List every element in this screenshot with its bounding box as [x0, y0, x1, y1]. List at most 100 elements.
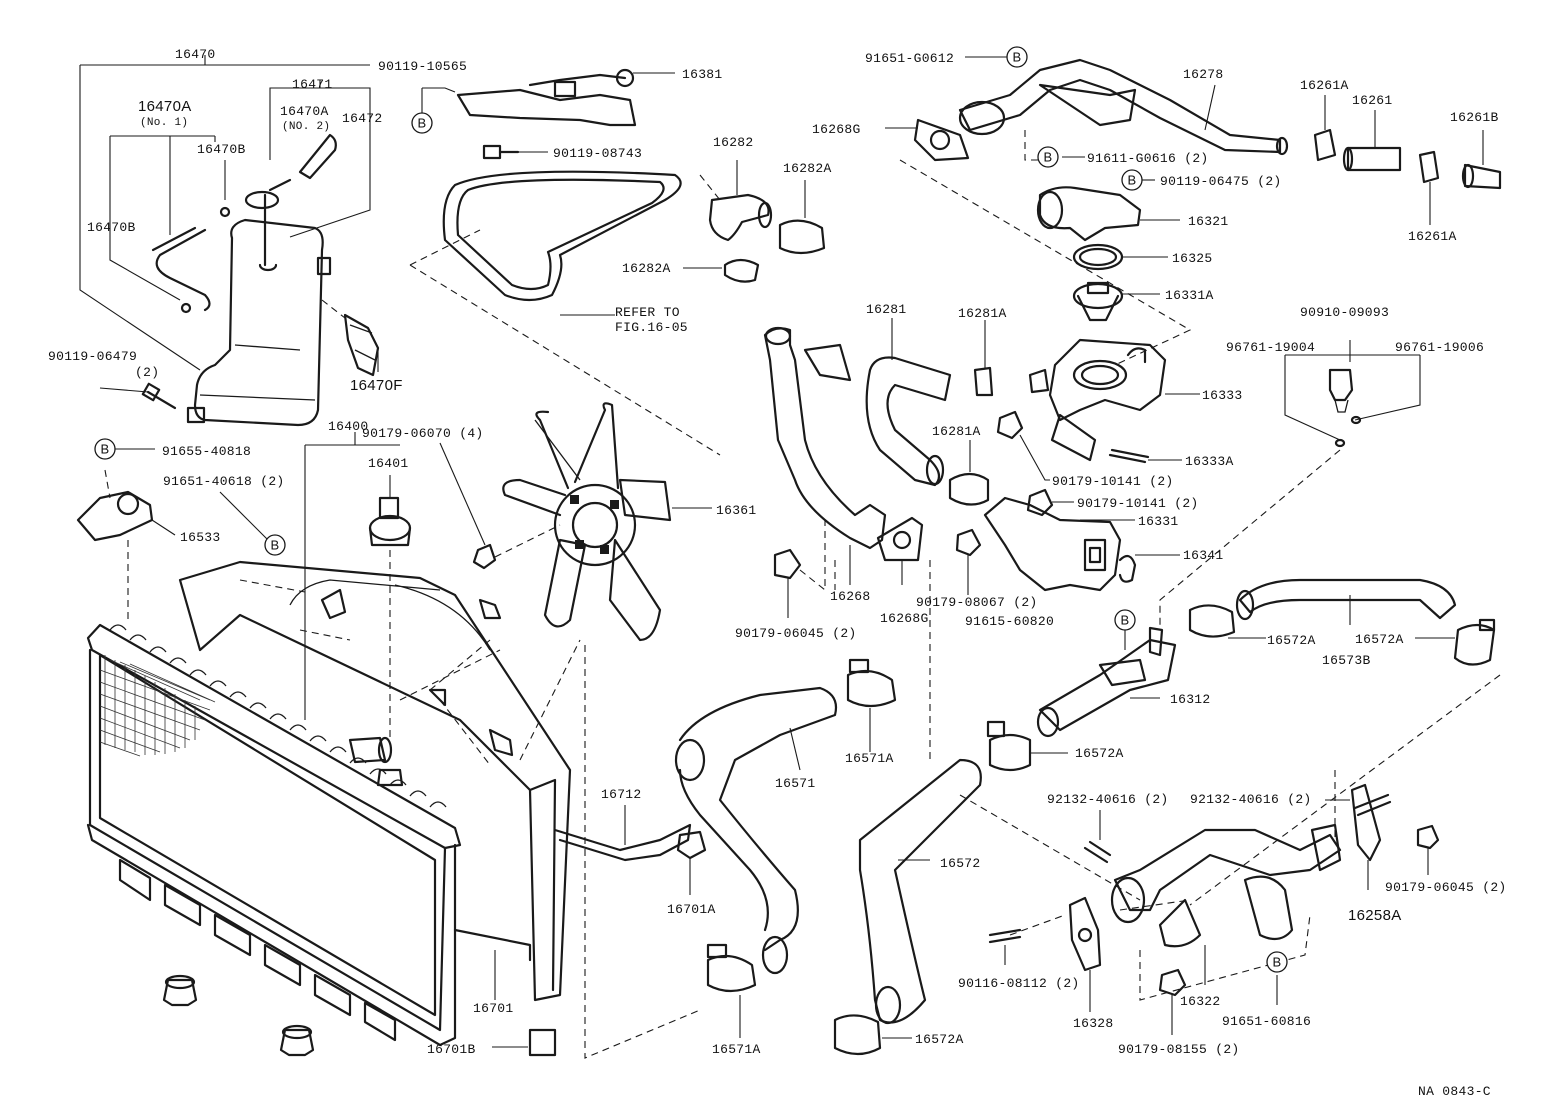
label-96761-19006: 96761-19006	[1395, 340, 1484, 355]
reservoir-tank-group	[76, 55, 380, 620]
label-16282a-top: 16282A	[783, 161, 832, 176]
label-16572a-left: 16572A	[1075, 746, 1124, 761]
label-16268: 16268	[830, 589, 871, 604]
label-16572a-mid: 16572A	[1267, 633, 1316, 648]
label-91651-60816: 91651-60816	[1222, 1014, 1311, 1029]
label-91651-40618: 91651-40618 (2)	[163, 474, 285, 489]
label-91655-40818: 91655-40818	[162, 444, 251, 459]
label-90119-06479-qty: (2)	[135, 365, 159, 380]
label-16321: 16321	[1188, 214, 1229, 229]
label-16381: 16381	[682, 67, 723, 82]
label-16470f: 16470F	[350, 377, 403, 394]
label-16400: 16400	[328, 419, 369, 434]
label-16472: 16472	[342, 111, 383, 126]
label-90116-08112: 90116-08112 (2)	[958, 976, 1080, 991]
label-16258a: 16258A	[1348, 907, 1402, 924]
label-90910-09093: 90910-09093	[1300, 305, 1389, 320]
cooling-fan	[439, 402, 712, 642]
label-refer-fig: FIG.16-05	[615, 320, 688, 335]
fan-belt-group	[409, 68, 721, 456]
label-91615-60820: 91615-60820	[965, 614, 1054, 629]
label-16282: 16282	[713, 135, 754, 150]
label-90119-10565: 90119-10565	[378, 59, 467, 74]
part-labels: 16470 16471 16470A (No. 1) 16470A (NO. 2…	[48, 47, 1507, 1099]
label-16701b: 16701B	[427, 1042, 476, 1057]
label-90119-06475: 90119-06475 (2)	[1160, 174, 1282, 189]
reservoir-tank-shape	[193, 218, 324, 427]
label-16471: 16471	[292, 77, 333, 92]
label-90179-06045-right: 90179-06045 (2)	[1385, 880, 1507, 895]
marker-b: B	[1266, 951, 1288, 973]
marker-b: B	[94, 438, 116, 460]
label-16281a-mid: 16281A	[932, 424, 981, 439]
label-16261a-top: 16261A	[1300, 78, 1349, 93]
label-16573b: 16573B	[1322, 653, 1371, 668]
label-16572: 16572	[940, 856, 981, 871]
marker-b: B	[1121, 169, 1143, 191]
label-16470: 16470	[175, 47, 216, 62]
label-16333: 16333	[1202, 388, 1243, 403]
marker-b: B	[264, 534, 286, 556]
label-16712: 16712	[601, 787, 642, 802]
label-90179-10141-b: 90179-10141 (2)	[1077, 496, 1199, 511]
thermostat-group	[683, 56, 1289, 618]
label-16312: 16312	[1170, 692, 1211, 707]
label-16571a-top: 16571A	[845, 751, 894, 766]
label-16328: 16328	[1073, 1016, 1114, 1031]
label-16281: 16281	[866, 302, 907, 317]
label-90179-08155: 90179-08155 (2)	[1118, 1042, 1240, 1057]
label-91611-g0616: 91611-G0616 (2)	[1087, 151, 1209, 166]
label-16533: 16533	[180, 530, 221, 545]
diagram-code: NA 0843-C	[1418, 1084, 1491, 1099]
label-16281a-top: 16281A	[958, 306, 1007, 321]
label-91651-g0612: 91651-G0612	[865, 51, 954, 66]
label-16571a-bottom: 16571A	[712, 1042, 761, 1057]
label-16261: 16261	[1352, 93, 1393, 108]
marker-b: B	[1114, 609, 1136, 631]
lower-hose-group	[553, 560, 1141, 1059]
label-96761-19004: 96761-19004	[1226, 340, 1315, 355]
label-16572a-right: 16572A	[1355, 632, 1404, 647]
label-16470a-no1-qualifier: (No. 1)	[140, 117, 188, 129]
label-16470a-no2-qualifier: (NO. 2)	[282, 121, 330, 133]
label-16282a-mid: 16282A	[622, 261, 671, 276]
label-refer-to: REFER TO	[615, 305, 680, 320]
label-90179-06045-left: 90179-06045 (2)	[735, 626, 857, 641]
label-16571: 16571	[775, 776, 816, 791]
label-16572a-bottom: 16572A	[915, 1032, 964, 1047]
svg-text:B: B	[1128, 173, 1137, 188]
label-16361: 16361	[716, 503, 757, 518]
label-16331: 16331	[1138, 514, 1179, 529]
svg-text:B: B	[418, 116, 427, 131]
circle-b-markers: B B B B B B B B	[94, 46, 1288, 973]
label-16268g-top: 16268G	[812, 122, 861, 137]
label-16333a: 16333A	[1185, 454, 1234, 469]
label-90179-08067: 90179-08067 (2)	[916, 595, 1038, 610]
label-92132-40616-right: 92132-40616 (2)	[1190, 792, 1312, 807]
svg-text:B: B	[1273, 955, 1282, 970]
label-90179-10141-a: 90179-10141 (2)	[1052, 474, 1174, 489]
label-16268g-bottom: 16268G	[880, 611, 929, 626]
svg-text:B: B	[1013, 50, 1022, 65]
label-90119-08743: 90119-08743	[553, 146, 642, 161]
svg-text:B: B	[101, 442, 110, 457]
marker-b: B	[1006, 46, 1028, 68]
label-16470b-hose: 16470B	[197, 142, 246, 157]
bypass-fittings-group	[1159, 95, 1502, 630]
water-pipe-group	[986, 578, 1501, 1035]
label-16701a: 16701A	[667, 902, 716, 917]
label-16322: 16322	[1180, 994, 1221, 1009]
label-16470b-clip: 16470B	[87, 220, 136, 235]
marker-b: B	[1037, 146, 1059, 168]
label-16261b: 16261B	[1450, 110, 1499, 125]
label-16325: 16325	[1172, 251, 1213, 266]
svg-text:B: B	[1044, 150, 1053, 165]
radiator-assembly	[86, 432, 581, 1057]
label-16401: 16401	[368, 456, 409, 471]
label-16261a-bottom: 16261A	[1408, 229, 1457, 244]
svg-text:B: B	[1121, 613, 1130, 628]
label-16470a-no1: 16470A	[138, 98, 192, 115]
label-16331a: 16331A	[1165, 288, 1214, 303]
label-16470a-no2: 16470A	[280, 104, 329, 119]
